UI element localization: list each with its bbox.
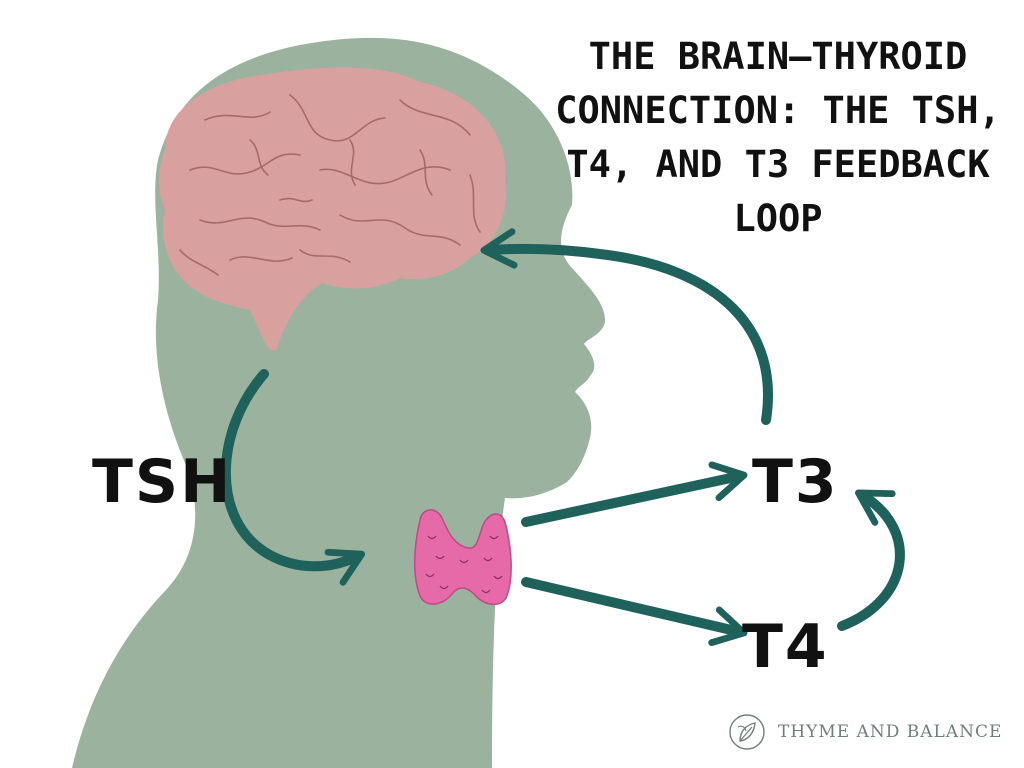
arrow-t4-to-t3 [837,489,905,631]
diagram-title: The Brain–Thyroid Connection: The TSH, T… [555,35,1001,240]
label-t4: T4 [742,612,829,682]
herb-leaf-icon [729,714,765,750]
brand-logo: THYME AND BALANCE [728,712,1002,752]
thyroid-gland-icon [413,509,512,606]
arrow-thyroid-to-t4 [521,577,748,646]
arrow-thyroid-to-t3 [521,461,748,527]
arrow-t3-to-brain [480,228,773,425]
label-tsh: TSH [92,447,233,517]
label-t3: T3 [752,447,839,517]
brain-icon [158,67,506,351]
brand-name: THYME AND BALANCE [778,722,1003,742]
arrow-brain-to-thyroid [220,369,366,586]
